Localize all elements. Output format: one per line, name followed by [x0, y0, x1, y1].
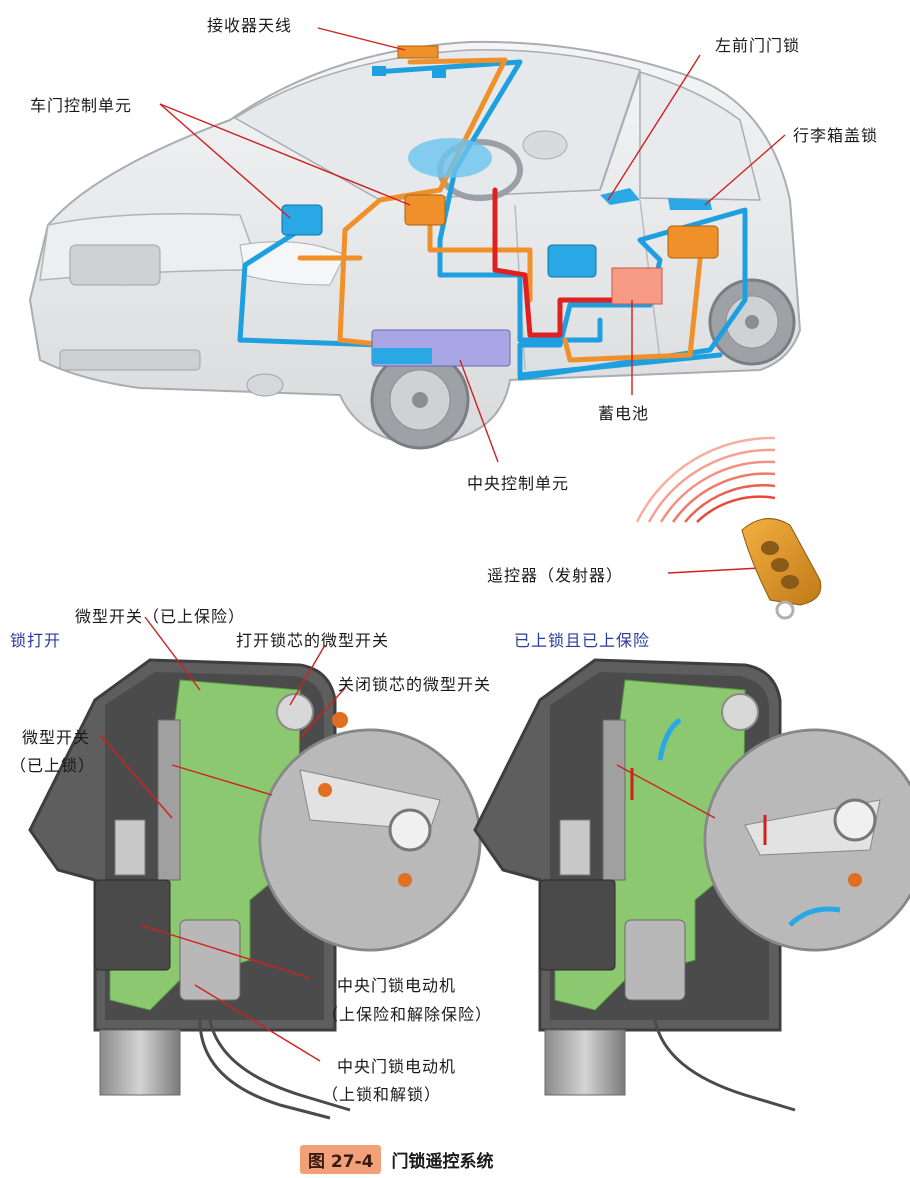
door-lock-unit: [547, 244, 597, 278]
label-battery: 蓄电池: [598, 404, 650, 423]
door-control-unit-1: [281, 204, 323, 236]
battery-part: [611, 267, 663, 305]
lock-mechanism-open: [28, 658, 482, 1120]
lock-mechanism-locked: [473, 658, 910, 1112]
label-locked-and-safe: 已上锁且已上保险: [514, 631, 651, 650]
car-callout-lines: [159, 27, 786, 574]
wiring-harness: [237, 57, 748, 381]
receiver-antenna-part: [397, 45, 439, 59]
steering-control-part: [408, 138, 492, 178]
label-motor-lock-line1: 中央门锁电动机: [337, 1057, 457, 1076]
door-control-unit-2: [404, 194, 446, 226]
figure-title: 门锁遥控系统: [391, 1151, 494, 1172]
car-components: [281, 45, 719, 367]
label-receiver-antenna: 接收器天线: [207, 16, 293, 35]
mechanism-callout-lines: [99, 616, 716, 1062]
label-micro-switch-safe: 微型开关（已上保险）: [75, 607, 246, 626]
label-motor-lock-line2: （上锁和解锁）: [322, 1085, 442, 1104]
front-left-lock-part: [600, 188, 640, 205]
figure-caption: 图 27-4 门锁遥控系统: [300, 1144, 494, 1174]
label-micro-switch-locked-line1: 微型开关: [22, 728, 91, 747]
trunk-lock-part: [668, 198, 712, 210]
label-lock-open: 锁打开: [10, 631, 62, 650]
label-remote: 遥控器（发射器）: [487, 566, 624, 585]
label-front-left-door-lock: 左前门门锁: [715, 36, 801, 55]
trunk-unit: [667, 225, 719, 259]
label-micro-switch-close-cylinder: 关闭锁芯的微型开关: [338, 675, 492, 694]
label-door-control-unit: 车门控制单元: [30, 96, 133, 115]
label-micro-switch-open-cylinder: 打开锁芯的微型开关: [236, 631, 390, 650]
label-micro-switch-locked-line2: （已上锁）: [10, 756, 96, 775]
remote-key-fob: [741, 518, 822, 620]
radio-signal-waves: [635, 436, 776, 523]
figure-number: 图 27-4: [300, 1144, 382, 1174]
car-illustration: [28, 40, 802, 450]
label-motor-safe-line2: （上保险和解除保险）: [322, 1005, 493, 1024]
label-motor-safe-line1: 中央门锁电动机: [337, 976, 457, 995]
label-central-control-unit: 中央控制单元: [467, 474, 570, 493]
label-trunk-lid-lock: 行李箱盖锁: [793, 126, 879, 145]
